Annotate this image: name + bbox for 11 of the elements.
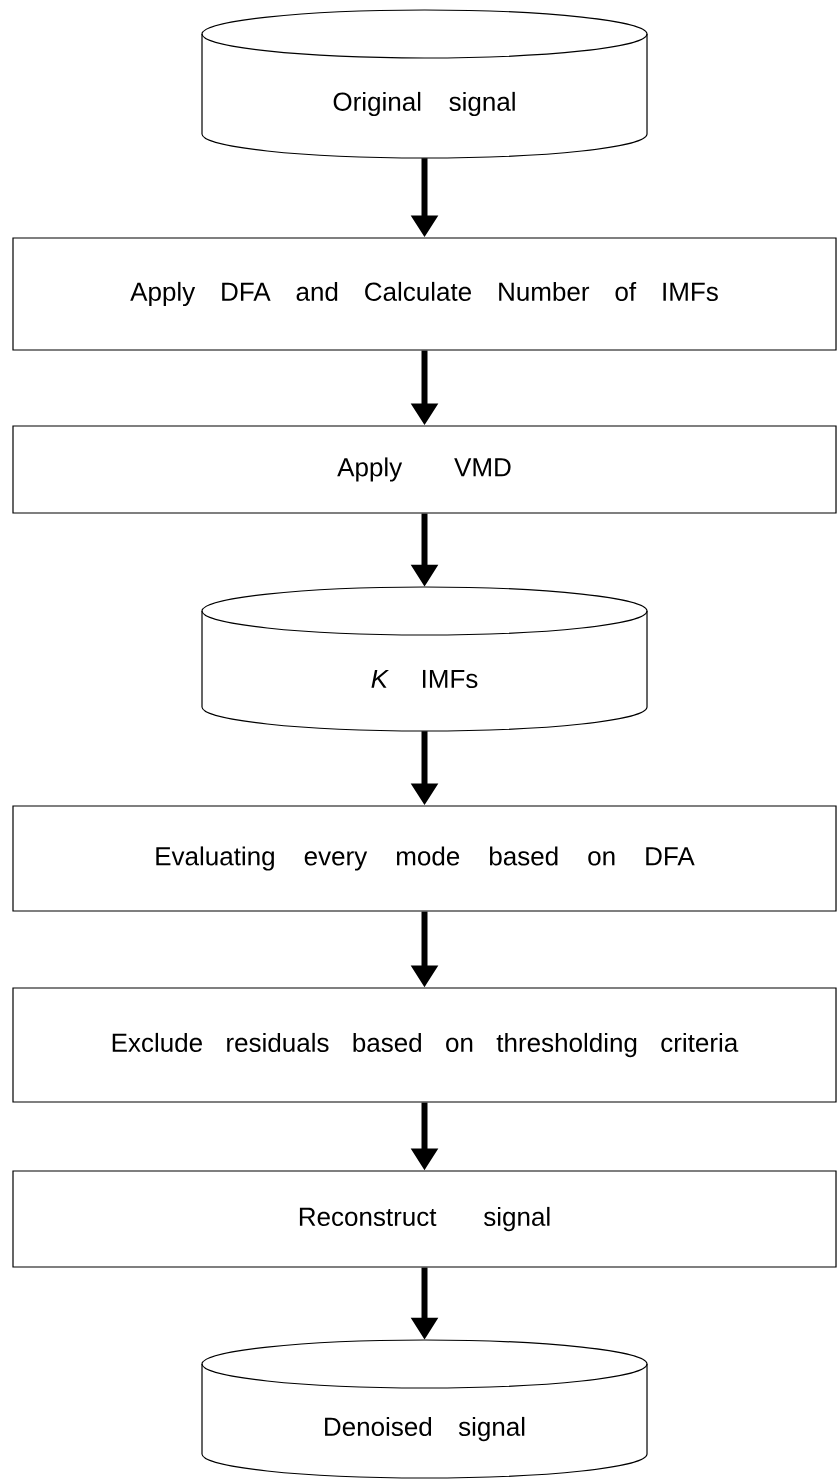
- process-box: Evaluating every mode based on DFA: [12, 805, 837, 912]
- node-label: K IMFs: [371, 669, 478, 689]
- node-label: Denoised signal: [325, 1416, 525, 1442]
- process-box: Apply DFA and Calculate Number of IMFs: [12, 237, 837, 351]
- cylinder-node: K IMFs: [201, 586, 648, 732]
- process-box: Exclude residuals based on thresholding criteria: [12, 987, 837, 1103]
- node-label: Original signal: [333, 91, 515, 117]
- process-box: Reconstruct signal: [12, 1170, 837, 1268]
- process-box: Apply VMD: [12, 425, 837, 514]
- cylinder-node: Original signal: [201, 9, 648, 159]
- cylinder-node: Denoised signal: [201, 1339, 648, 1479]
